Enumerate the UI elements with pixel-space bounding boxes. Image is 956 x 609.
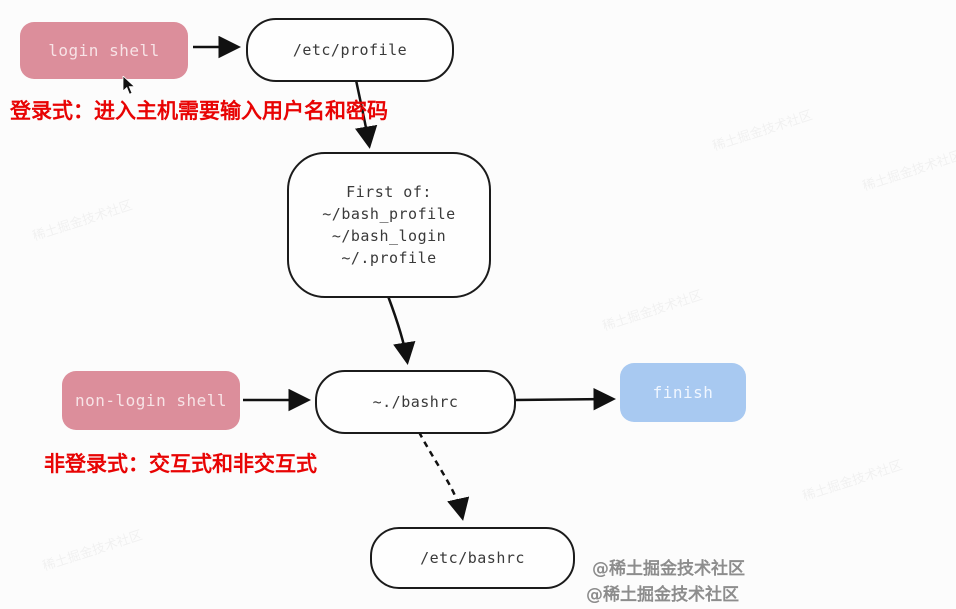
node-etc-bashrc-label: /etc/bashrc [420,549,525,567]
first-of-line: ~/bash_profile [322,205,456,223]
background-watermark: 稀土掘金技术社区 [710,104,815,154]
mouse-cursor-icon [122,76,136,95]
node-finish-label: finish [652,383,714,402]
node-etc-bashrc: /etc/bashrc [370,527,575,589]
background-watermark: 稀土掘金技术社区 [800,454,905,504]
login-shell-note: 登录式：进入主机需要输入用户名和密码 [10,100,388,123]
first-of-line: ~/bash_login [331,227,447,245]
background-watermark: 稀土掘金技术社区 [860,144,956,194]
node-non-login-shell-label: non-login shell [75,391,227,410]
node-login-shell: login shell [20,22,188,79]
node-bashrc: ~./bashrc [315,370,516,434]
background-watermark: 稀土掘金技术社区 [40,524,145,574]
node-etc-profile-label: /etc/profile [292,41,408,59]
arrow-bashrc-to-finish [513,387,616,411]
node-bashrc-label: ~./bashrc [372,393,459,411]
node-etc-profile: /etc/profile [246,18,454,82]
first-of-line: First of: [346,183,432,201]
watermark-stamp-line1: @稀土掘金技术社区 [592,559,745,579]
node-first-of: First of: ~/bash_profile ~/bash_login ~/… [287,152,491,298]
arrow-firstof-to-bashrc [386,295,416,365]
background-watermark: 稀土掘金技术社区 [30,194,135,244]
non-login-shell-note: 非登录式：交互式和非交互式 [44,453,317,476]
first-of-line: ~/.profile [341,249,437,267]
node-login-shell-label: login shell [48,41,160,60]
arrow-bashrc-to-etcbashrc-dashed [417,431,470,521]
background-watermark: 稀土掘金技术社区 [600,284,705,334]
watermark-stamp-line2: @稀土掘金技术社区 [586,585,739,605]
node-non-login-shell: non-login shell [62,371,240,430]
node-finish: finish [620,363,746,422]
